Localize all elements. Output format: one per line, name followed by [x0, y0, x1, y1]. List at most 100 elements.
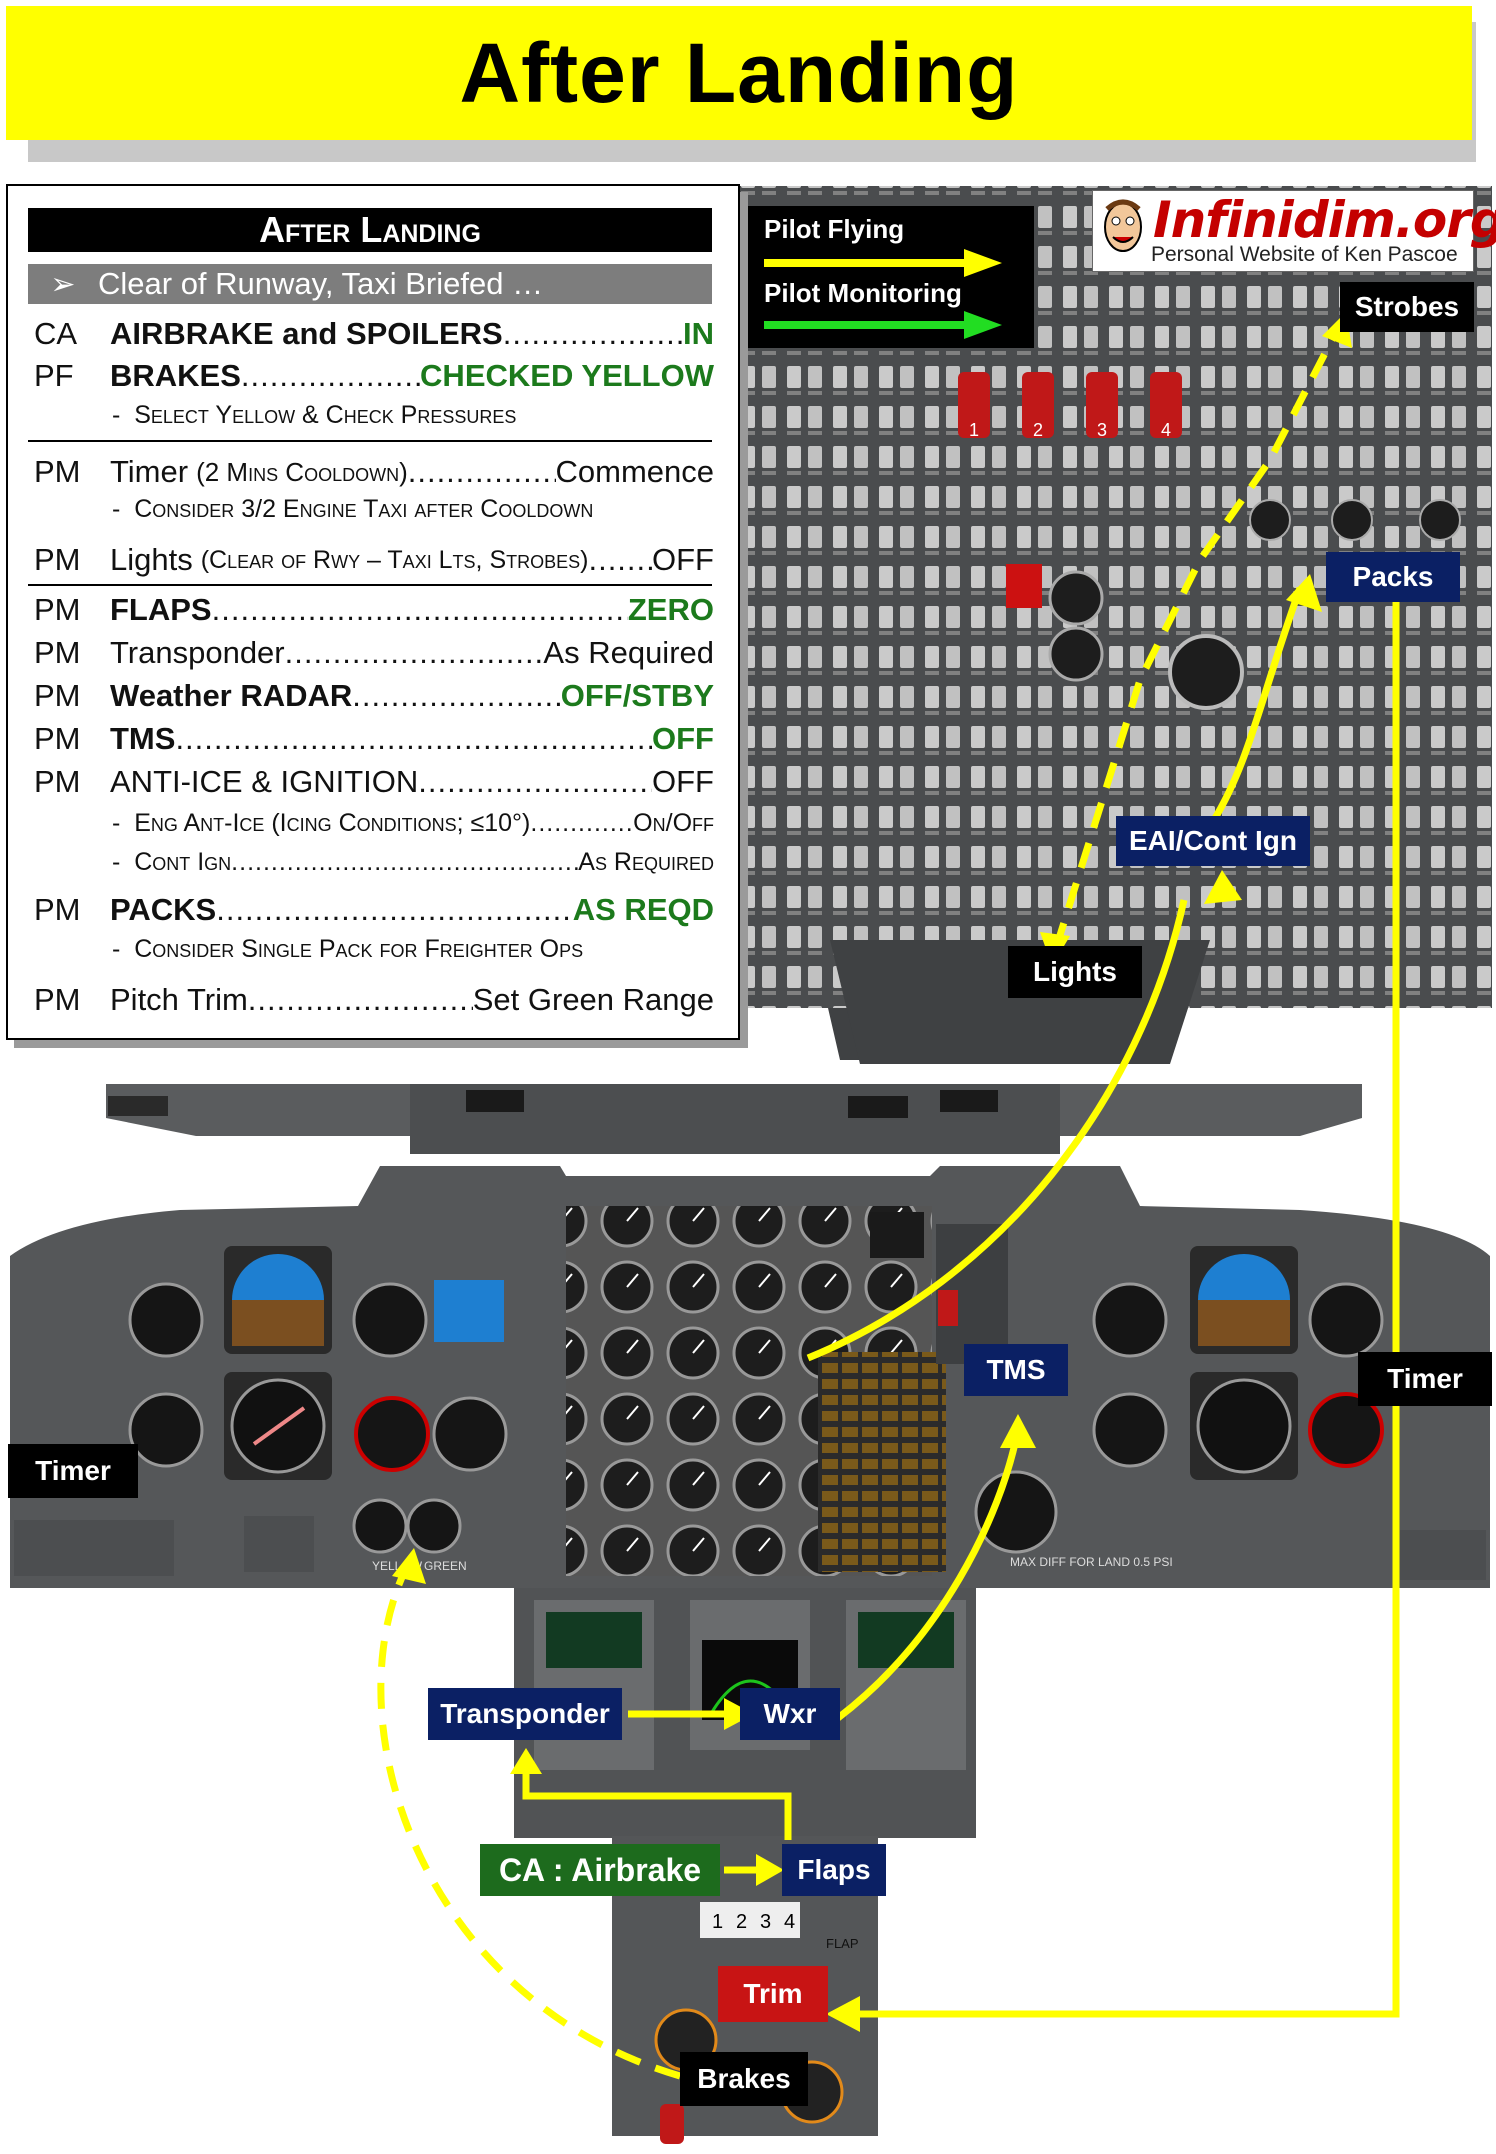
- checklist-note-packs: - Consider Single Pack for Freighter Ops: [112, 932, 714, 966]
- row-item: PACKS: [110, 892, 217, 927]
- checklist-header: After Landing: [28, 208, 712, 252]
- trim-arrowhead: [826, 1996, 860, 2032]
- note-dash: -: [112, 400, 135, 429]
- row-leader: ........................................…: [247, 982, 473, 1017]
- callout-ca-airbrake: CA : Airbrake: [480, 1844, 720, 1896]
- callout-trim: Trim: [718, 1966, 828, 2022]
- checklist-note-eng-anti-ice: - Eng Ant-Ice (Icing Conditions; ≤10°) .…: [112, 806, 714, 840]
- note-dash: -: [112, 494, 135, 523]
- row-leader: ........................................…: [530, 808, 634, 837]
- callout-transponder: Transponder: [428, 1688, 622, 1740]
- arrow-bullet-icon: ➢: [50, 267, 76, 301]
- eai-to-packs-line: [1210, 586, 1304, 822]
- cabin-pressure-note: MAX DIFF FOR LAND 0.5 PSI: [1010, 1555, 1173, 1569]
- callout-packs: Packs: [1326, 552, 1460, 602]
- brakes-to-gauges-dashed: [377, 1562, 681, 2080]
- lights-to-strobes-dashed: [1052, 330, 1340, 950]
- row-action: OFF: [652, 542, 714, 577]
- divider: [28, 584, 712, 586]
- row-role: PM: [34, 678, 81, 713]
- row-item: Lights: [110, 542, 193, 577]
- eai-arrowhead: [1204, 870, 1242, 904]
- svg-text:3: 3: [1097, 420, 1107, 440]
- row-item: Transponder: [110, 635, 285, 670]
- flap-lever-pos-3: 3: [760, 1911, 771, 1933]
- row-action: AS REQD: [572, 892, 714, 927]
- row-action: OFF/STBY: [560, 678, 714, 713]
- note-action: As Required: [578, 847, 714, 876]
- subheader-text: Clear of Runway, Taxi Briefed …: [98, 266, 544, 301]
- row-leader: ........................................…: [502, 316, 683, 351]
- row-leader: ........................................…: [407, 454, 556, 489]
- row-action: OFF: [652, 764, 714, 799]
- row-leader: ........................................…: [231, 847, 578, 876]
- checklist-subheader: ➢ Clear of Runway, Taxi Briefed …: [28, 264, 712, 304]
- flap-label: FLAP: [826, 1936, 859, 1951]
- row-leader: ........................................…: [216, 892, 573, 927]
- row-role: PM: [34, 454, 81, 489]
- logo-name: Infinidim.org: [1153, 191, 1496, 249]
- row-item: Pitch Trim: [110, 982, 248, 1017]
- checklist-row-airbrake: CA AIRBRAKE and SPOILERS ...............…: [34, 314, 714, 354]
- checklist-row-weather-radar: PM Weather RADAR .......................…: [34, 676, 714, 716]
- row-action: OFF: [652, 721, 714, 756]
- row-item: Timer: [110, 454, 189, 489]
- checklist-note-timer: - Consider 3/2 Engine Taxi after Cooldow…: [112, 492, 714, 526]
- row-role: CA: [34, 316, 78, 351]
- row-action: Commence: [555, 454, 715, 489]
- checklist-note-brakes: - Select Yellow & Check Pressures: [112, 398, 714, 432]
- row-action: CHECKED YELLOW: [420, 358, 714, 393]
- checklist-row-flaps: PM FLAPS ...............................…: [34, 590, 714, 630]
- legend-yellow-arrow-icon: [764, 249, 1002, 277]
- packs-to-trim-line: [842, 592, 1400, 2018]
- legend-green-arrow-icon: [764, 311, 1002, 339]
- checklist-row-timer: PM Timer (2 Mins Cooldown) .............…: [34, 452, 714, 492]
- note-text: Cont Ign: [134, 847, 232, 876]
- row-action: ZERO: [627, 592, 714, 627]
- row-leader: ........................................…: [284, 635, 544, 670]
- callout-timer-left: Timer: [8, 1444, 138, 1498]
- gauges-arrowhead: [392, 1548, 426, 1584]
- after-landing-checklist: After Landing ➢ Clear of Runway, Taxi Br…: [6, 184, 740, 1040]
- checklist-row-packs: PM PACKS ...............................…: [34, 890, 714, 930]
- note-text: Eng Ant-Ice (Icing Conditions; ≤10°): [134, 808, 531, 837]
- callout-strobes: Strobes: [1340, 282, 1474, 332]
- note-dash: -: [112, 934, 135, 963]
- row-leader: ........................................…: [240, 358, 420, 393]
- row-item: Weather RADAR: [110, 678, 353, 713]
- checklist-note-cont-ign: - Cont Ign .............................…: [112, 845, 714, 879]
- glareshield: [106, 1084, 1362, 1154]
- callout-tms: TMS: [964, 1344, 1068, 1396]
- wxr-arrowhead: [724, 1698, 754, 1730]
- row-role: PM: [34, 892, 81, 927]
- row-role: PM: [34, 721, 81, 756]
- row-item-detail: (2 Mins Cooldown): [196, 456, 408, 487]
- note-text: Select Yellow & Check Pressures: [134, 400, 517, 429]
- row-leader: ........................................…: [588, 542, 652, 577]
- row-role: PF: [34, 358, 74, 393]
- row-role: PM: [34, 982, 81, 1017]
- callout-timer-right: Timer: [1358, 1352, 1492, 1406]
- flaps-arrowhead: [756, 1854, 784, 1886]
- row-role: PM: [34, 635, 81, 670]
- flap-lever-pos-4: 4: [784, 1911, 795, 1933]
- row-action: IN: [683, 316, 714, 351]
- note-dash: -: [112, 808, 135, 837]
- row-item: TMS: [110, 721, 176, 756]
- row-item: BRAKES: [110, 358, 241, 393]
- transponder-arrowhead: [510, 1748, 542, 1774]
- callout-flaps: Flaps: [782, 1844, 886, 1896]
- flow-lines: [377, 312, 1400, 2080]
- row-role: PM: [34, 592, 81, 627]
- wxr-to-tms-line: [835, 1429, 1022, 1721]
- checklist-row-transponder: PM Transponder .........................…: [34, 633, 714, 673]
- tms-to-eai-line: [806, 899, 1188, 1362]
- flap-lever-pos-1: 1: [712, 1911, 723, 1933]
- tms-arrowhead: [1000, 1414, 1036, 1448]
- callout-eai-cont-ign: EAI/Cont Ign: [1116, 816, 1310, 866]
- row-role: PM: [34, 542, 81, 577]
- packs-arrowhead: [1286, 574, 1322, 612]
- legend-pilot-flying-label: Pilot Flying: [764, 214, 905, 244]
- note-text: Consider 3/2 Engine Taxi after Cooldown: [134, 494, 594, 523]
- page-title: After Landing: [459, 25, 1019, 120]
